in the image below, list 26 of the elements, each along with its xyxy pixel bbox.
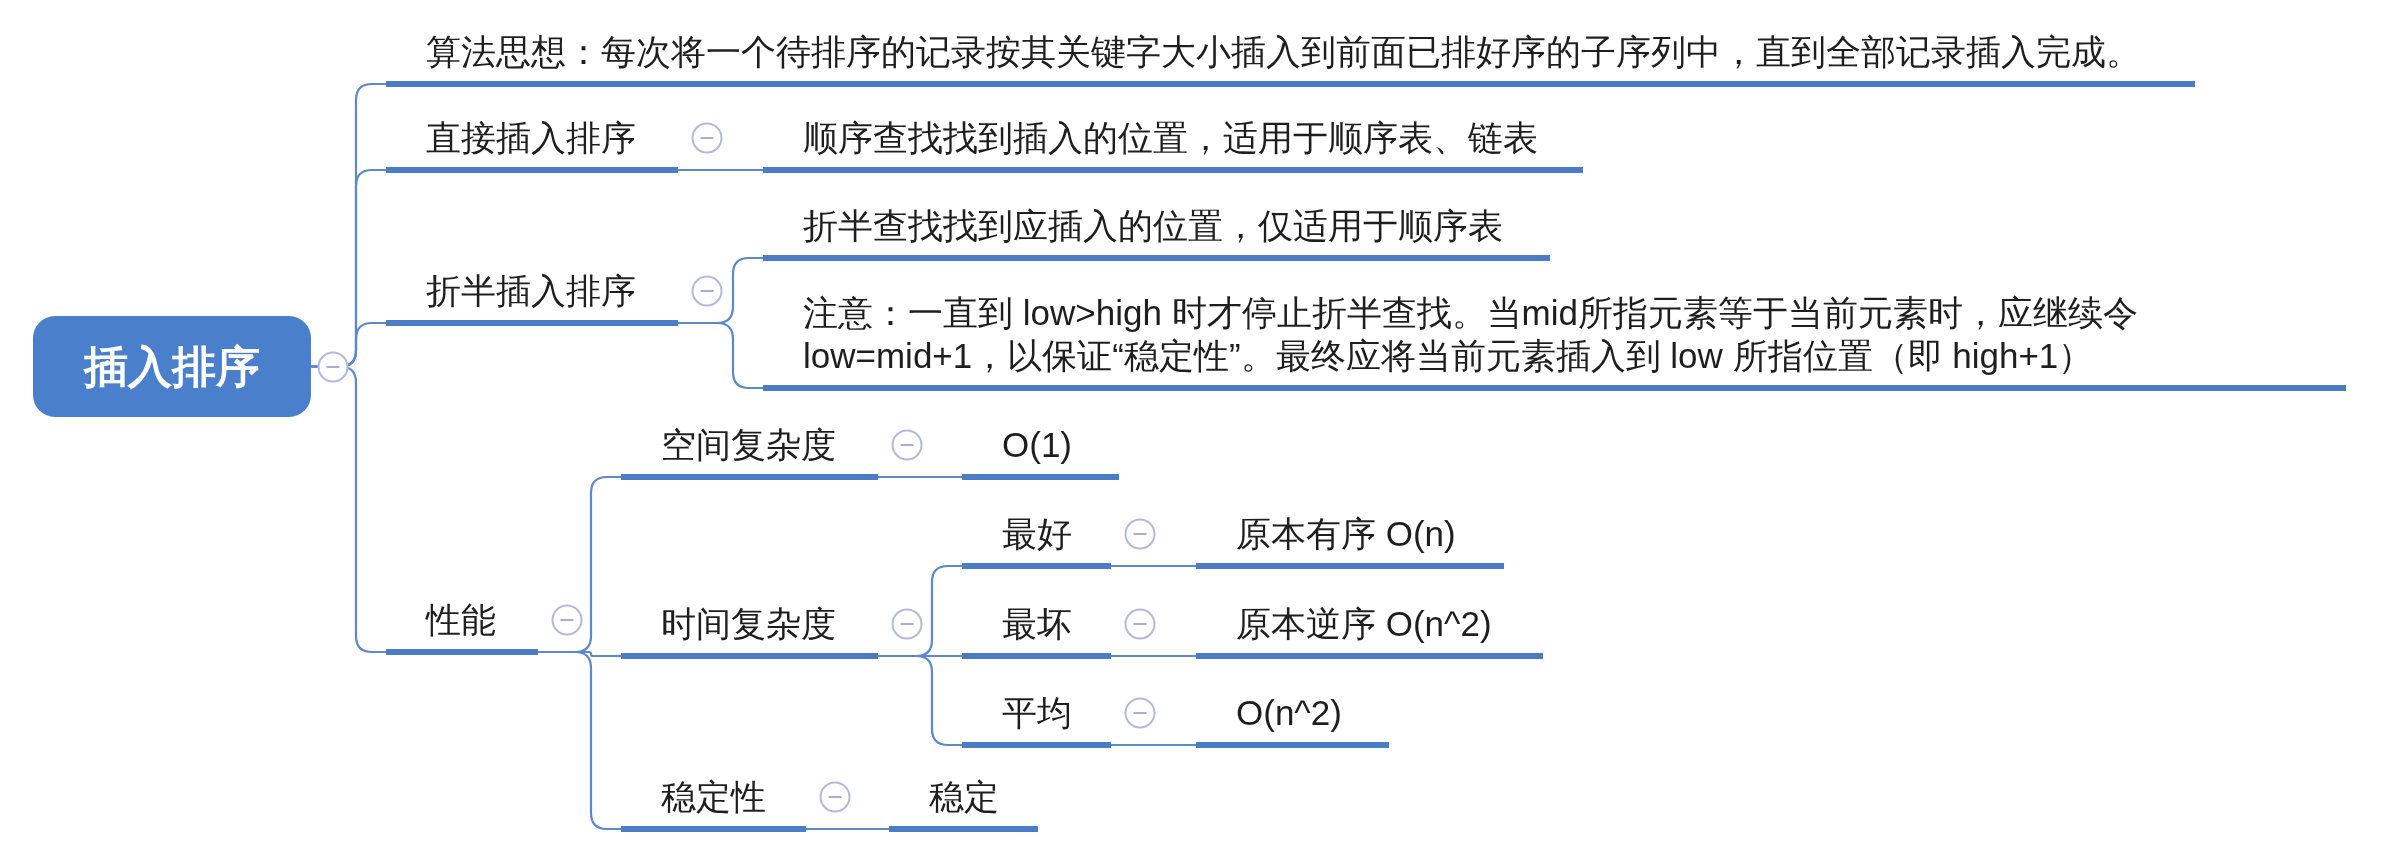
connector-line <box>878 475 962 479</box>
topic-text: 空间复杂度 <box>661 424 836 466</box>
connector-line <box>1111 564 1196 568</box>
topic-text: 性能 <box>426 599 496 641</box>
connector-line <box>1111 743 1196 747</box>
topic-text: 平均 <box>1002 692 1072 734</box>
topic-text: 折半查找找到应插入的位置，仅适用于顺序表 <box>803 205 1503 247</box>
topic-text: 最好 <box>1002 513 1072 555</box>
topic-text: 稳定性 <box>661 776 766 818</box>
topic-text: 顺序查找找到插入的位置，适用于顺序表、链表 <box>803 117 1538 159</box>
topic-text: 时间复杂度 <box>661 603 836 645</box>
topic-text: O(1) <box>1002 424 1072 466</box>
topic-text: 算法思想：每次将一个待排序的记录按其关键字大小插入到前面已排好序的子序列中，直到全部记录插入完成。 <box>426 31 2141 73</box>
connector-line <box>1111 654 1196 658</box>
topic-text: 注意：一直到 low>high 时才停止折半查找。当mid所指元素等于当前元素时，应继续令 low=mid+1，以保证“稳定性”。最终应将当前元素插入到 low 所指位置（即 high+1） <box>803 292 2139 377</box>
topic-text: 直接插入排序 <box>426 117 636 159</box>
topic-text: 原本逆序 O(n^2) <box>1236 603 1492 645</box>
topic-text: O(n^2) <box>1236 692 1342 734</box>
connector-line <box>678 168 763 172</box>
topic-text: 稳定 <box>929 776 999 818</box>
topic-text: 原本有序 O(n) <box>1236 513 1456 555</box>
connector-line <box>806 827 889 831</box>
topic-text: 最坏 <box>1002 603 1072 645</box>
topic-text: 折半插入排序 <box>426 270 636 312</box>
root-topic-text: 插入排序 <box>84 340 260 393</box>
root-topic-box <box>33 316 311 417</box>
